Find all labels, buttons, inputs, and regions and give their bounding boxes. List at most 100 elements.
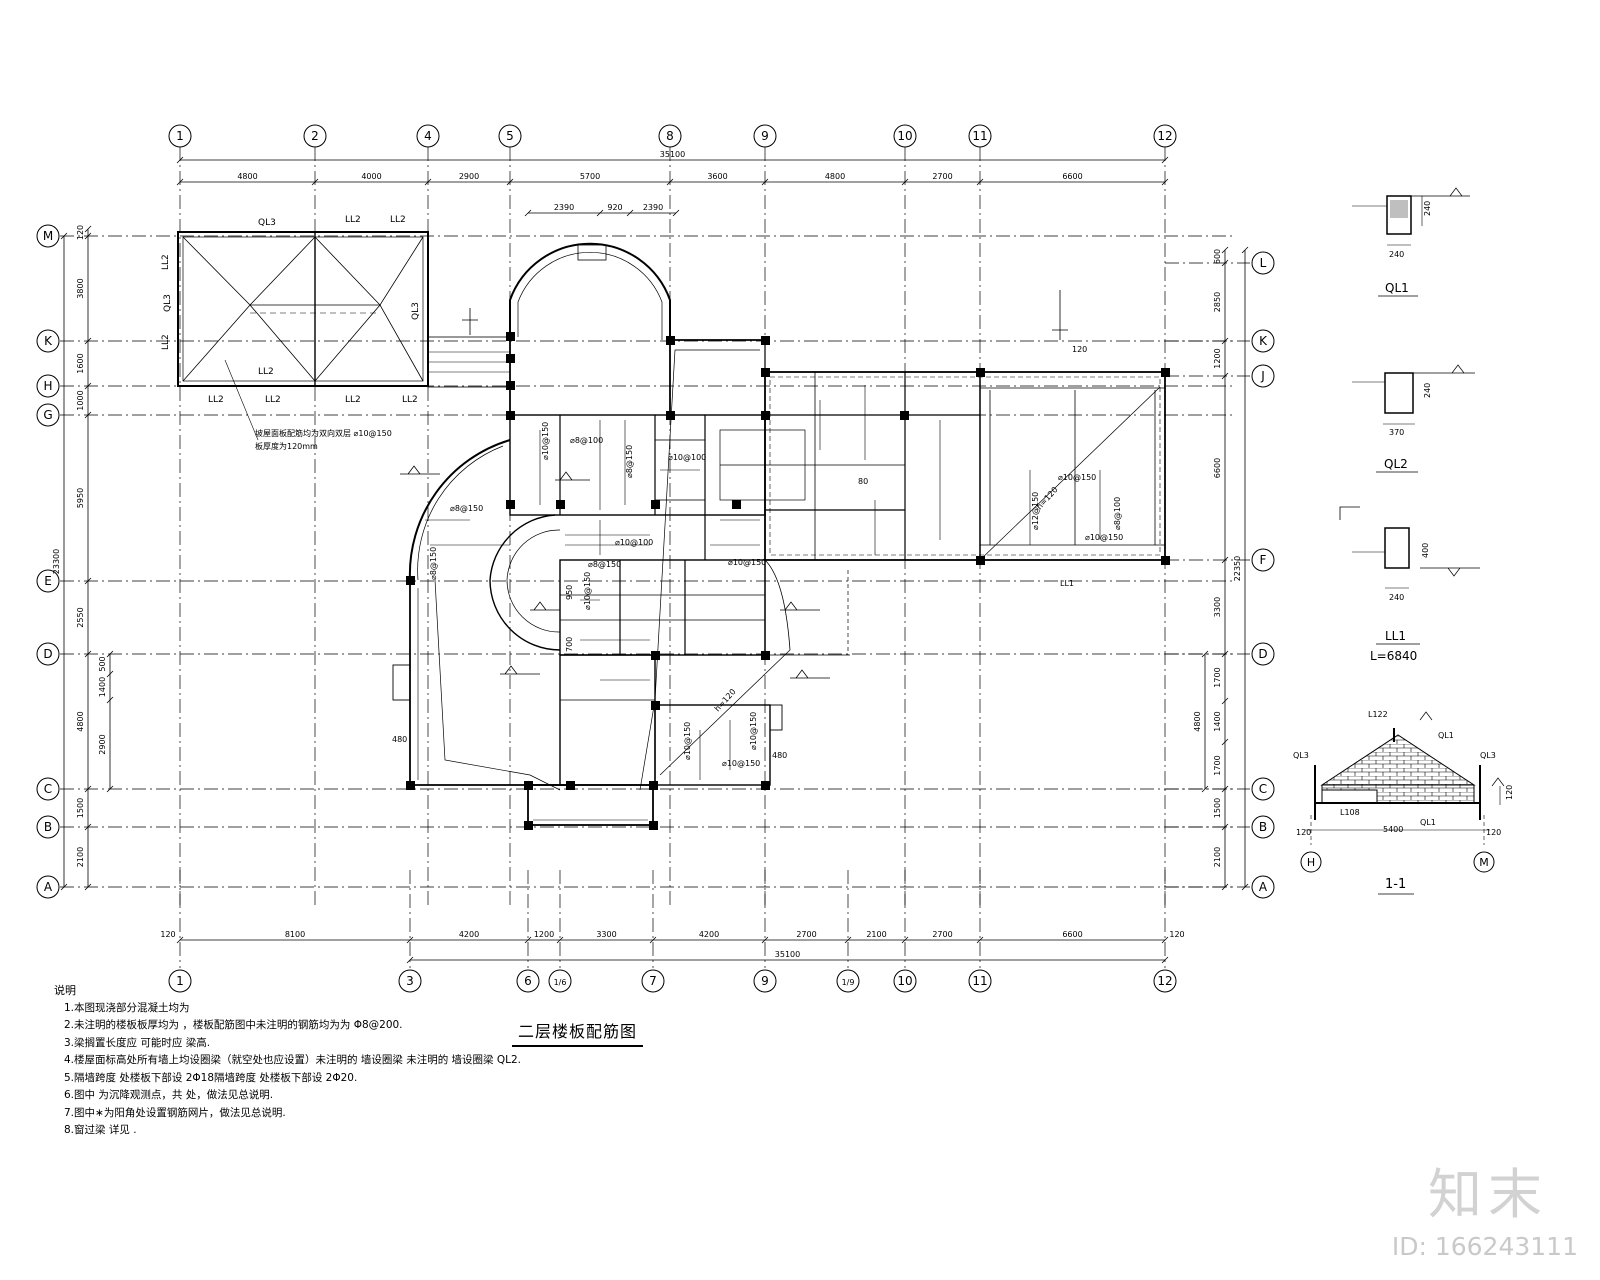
- note-item: 8.窗过梁 详见 .: [64, 1124, 137, 1136]
- axis-bubble-right: F: [1251, 548, 1275, 572]
- roof-label: QL3: [163, 294, 173, 312]
- section-sub: L=6840: [1370, 649, 1417, 663]
- axis-bubble-left: B: [36, 815, 60, 839]
- svg-text:1/6: 1/6: [554, 978, 567, 987]
- dimension-tick: [1221, 337, 1229, 345]
- roof-labels: QL3 LL2 LL2 LL2 LL2 QL3 LL2 QL3 LL2 LL2 …: [161, 215, 421, 405]
- axis-bubble-top: 2: [303, 124, 327, 148]
- axis-bubble-top: 5: [498, 124, 522, 148]
- dimension-tick: [106, 670, 114, 678]
- svg-text:3: 3: [406, 974, 414, 988]
- dim-bottom: 4200: [459, 930, 479, 939]
- section-1-1-labels: L122 QL3 QL3 QL1 QL1 L108 120 5400 120 1…: [1293, 710, 1514, 837]
- dimension-tick: [1241, 883, 1249, 891]
- dimension-tick: [1161, 178, 1169, 186]
- axis-bubble-bottom: 12: [1153, 969, 1177, 993]
- rebar-labels: ⌀10@150 ⌀8@100 ⌀8@150 ⌀8@150 ⌀8@150 ⌀10@…: [429, 422, 1123, 768]
- dim-top: 2900: [459, 172, 479, 181]
- dim-right: 1700: [1213, 755, 1222, 775]
- dimension-tick: [84, 883, 92, 891]
- roof-label: QL3: [411, 302, 421, 320]
- svg-text:QL1: QL1: [1438, 731, 1454, 740]
- svg-text:A: A: [1259, 880, 1268, 894]
- dim-total-bottom: 35100: [775, 950, 800, 959]
- dimension-tick: [976, 178, 984, 186]
- dimension-tick: [1221, 738, 1229, 746]
- dimension-tick: [1161, 936, 1169, 944]
- dimension-tick: [311, 178, 319, 186]
- dimension-tick: [976, 936, 984, 944]
- dimension-tick: [84, 823, 92, 831]
- svg-text:M: M: [43, 229, 53, 243]
- main-walls: [392, 242, 1166, 826]
- watermark-logo: 知末: [1428, 1163, 1548, 1226]
- dim-top: 4000: [361, 172, 381, 181]
- roof-label: LL2: [402, 395, 418, 405]
- note-item: 4.楼屋面标高处所有墙上均设圈梁（就空处也应设置）未注明的 墙设圈梁 未注明的 …: [64, 1054, 521, 1066]
- section-label: QL2: [1384, 457, 1408, 471]
- dimension-tick: [60, 232, 68, 240]
- svg-text:480: 480: [772, 751, 787, 760]
- svg-text:5400: 5400: [1383, 825, 1403, 834]
- dimension-tick: [1201, 785, 1209, 793]
- dim-left-inner: 500: [98, 656, 107, 671]
- svg-text:F: F: [1260, 553, 1267, 567]
- dim-left: 2100: [76, 847, 85, 867]
- drawing-title: 二层楼板配筋图: [512, 1018, 644, 1047]
- axis-bubble-top: 8: [658, 124, 682, 148]
- dimension-tick: [84, 785, 92, 793]
- axis-bubble-left: H: [36, 374, 60, 398]
- dimension-tick: [106, 785, 114, 793]
- svg-text:1: 1: [176, 974, 184, 988]
- dim-left: 5950: [76, 488, 85, 508]
- rebar-label: ⌀8@150: [429, 547, 438, 580]
- axis-bubble-left: K: [36, 329, 60, 353]
- dimension-tick: [84, 232, 92, 240]
- svg-text:120: 120: [1486, 828, 1501, 837]
- axis-bubble-right: D: [1251, 642, 1275, 666]
- note-item: 7.图中∗为阳角处设置钢筋网片，做法见总说明.: [64, 1106, 286, 1119]
- rebar-label: ⌀10@150: [1085, 533, 1123, 542]
- axis-bubble-right: J: [1251, 364, 1275, 388]
- dimension-tick: [84, 382, 92, 390]
- rebar-label: ⌀10@150: [1058, 473, 1096, 482]
- dim-left: 4800: [76, 711, 85, 731]
- dim-bottom: 8100: [285, 930, 305, 939]
- section-dim: 240: [1389, 593, 1404, 602]
- dimension-tick: [106, 650, 114, 658]
- svg-text:10: 10: [897, 129, 912, 143]
- axis-bubble-bottom: 1/6: [548, 969, 572, 993]
- dim-bottom-edge: 120: [160, 930, 175, 939]
- svg-text:C: C: [1259, 782, 1267, 796]
- axis-bubble-bottom: 1/9: [836, 969, 860, 993]
- svg-text:H: H: [1307, 856, 1315, 869]
- dim-right: 1200: [1213, 348, 1222, 368]
- design-notes: 说明 1.本图现浇部分混凝土均为 2.未注明的楼板板厚均为 ，楼板配筋图中未注明…: [54, 982, 574, 1140]
- dim-right: 2850: [1213, 292, 1222, 312]
- roof-label: LL2: [345, 215, 361, 225]
- svg-text:B: B: [44, 820, 52, 834]
- svg-text:LL1: LL1: [1060, 579, 1074, 588]
- dimension-tick: [176, 156, 184, 164]
- dimension-tick: [1221, 372, 1229, 380]
- axis-bubble-bottom: 6: [516, 969, 540, 993]
- section-dim: 400: [1421, 543, 1430, 558]
- rebar-label: ⌀10@150: [583, 572, 592, 610]
- section-label: QL1: [1385, 281, 1409, 295]
- dimension-tick: [1161, 156, 1169, 164]
- dimension-tick: [1221, 785, 1229, 793]
- dim-total-top: 35100: [660, 150, 685, 159]
- dim-bottom: 2700: [932, 930, 952, 939]
- svg-text:480: 480: [392, 735, 407, 744]
- axis-bubble-left: M: [36, 224, 60, 248]
- dimension-tick: [1221, 883, 1229, 891]
- dim-left-inner: 1400: [98, 677, 107, 697]
- dimension-tick: [901, 936, 909, 944]
- svg-text:6: 6: [524, 974, 532, 988]
- svg-text:B: B: [1259, 820, 1267, 834]
- svg-text:9: 9: [761, 129, 769, 143]
- svg-text:板厚度为120mm: 板厚度为120mm: [255, 441, 318, 451]
- note-item: 2.未注明的楼板板厚均为 ，楼板配筋图中未注明的钢筋均为为 Φ8@200.: [64, 1019, 403, 1031]
- dim-right: 1400: [1213, 711, 1222, 731]
